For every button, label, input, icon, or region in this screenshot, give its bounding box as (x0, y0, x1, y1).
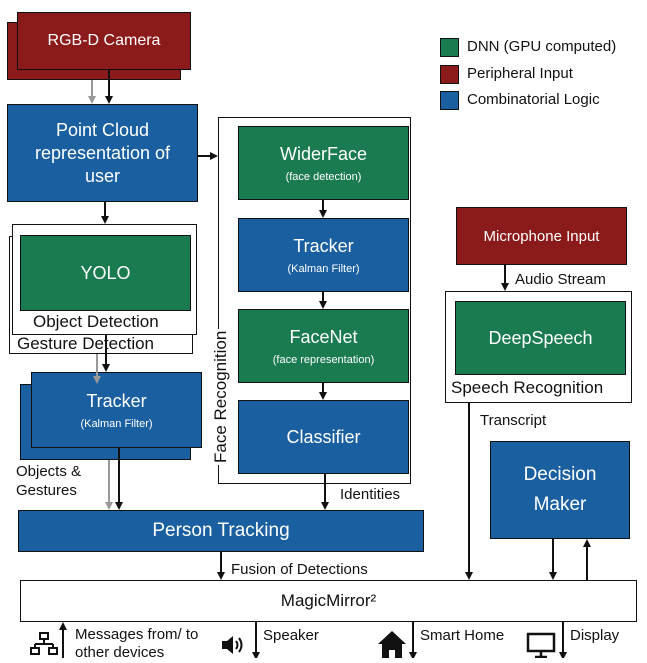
widerface-box: WiderFace (face detection) (238, 126, 409, 200)
tracker-mid-sub: (Kalman Filter) (287, 262, 360, 275)
widerface-label: WiderFace (279, 143, 368, 164)
magicmirror-label: MagicMirror² (280, 591, 377, 610)
microphone-label: Microphone Input (483, 227, 600, 245)
speech-recognition-label: Speech Recognition (451, 378, 604, 397)
legend-logic-label: Combinatorial Logic (467, 91, 600, 108)
tracker-left-box: Tracker (Kalman Filter) (31, 372, 202, 448)
tracker-mid-label: Tracker (293, 235, 354, 256)
facenet-label: FaceNet (289, 326, 358, 347)
legend-logic-swatch (440, 91, 459, 110)
microphone-box: Microphone Input (456, 207, 627, 265)
point-cloud-label: Point Cloud representation of user (34, 119, 171, 186)
display-label: Display (570, 627, 620, 644)
decision-maker-box: Decision Maker (490, 441, 630, 539)
gesture-detection-label: Gesture Detection (17, 334, 155, 353)
legend-dnn-label: DNN (GPU computed) (467, 38, 617, 55)
yolo-box: YOLO (20, 235, 191, 311)
classifier-box: Classifier (238, 400, 409, 474)
yolo-label: YOLO (80, 262, 131, 283)
network-icon (30, 632, 58, 658)
deepspeech-label: DeepSpeech (488, 327, 593, 348)
person-tracking-box: Person Tracking (18, 510, 424, 552)
magicmirror-box: MagicMirror² (20, 580, 637, 622)
audio-stream-label: Audio Stream (515, 271, 606, 288)
objects-gestures-label: Objects & Gestures (16, 463, 82, 499)
rgbd-camera-label: RGB-D Camera (47, 32, 161, 49)
smart-home-label: Smart Home (420, 627, 505, 644)
object-detection-label: Object Detection (33, 312, 159, 331)
facenet-box: FaceNet (face representation) (238, 309, 409, 383)
legend-peripheral-swatch (440, 65, 459, 84)
display-icon (526, 632, 556, 659)
point-cloud-box: Point Cloud representation of user (7, 104, 198, 202)
legend-dnn-swatch (440, 38, 459, 57)
fusion-label: Fusion of Detections (231, 561, 368, 578)
deepspeech-box: DeepSpeech (455, 301, 626, 375)
speaker-icon (221, 634, 247, 656)
decision-maker-label: Decision Maker (523, 464, 597, 515)
speaker-label: Speaker (263, 627, 319, 644)
home-icon (377, 630, 407, 658)
tracker-left-sub: (Kalman Filter) (80, 417, 153, 430)
tracker-left-label: Tracker (86, 390, 147, 411)
person-tracking-label: Person Tracking (152, 520, 290, 541)
facenet-sub: (face representation) (272, 353, 375, 366)
transcript-label: Transcript (480, 412, 547, 429)
classifier-label: Classifier (286, 426, 361, 447)
messages-label: Messages from/ to other devices (75, 626, 199, 661)
rgbd-camera-box: RGB-D Camera (17, 12, 191, 70)
legend-peripheral-label: Peripheral Input (467, 65, 573, 82)
tracker-mid-box: Tracker (Kalman Filter) (238, 218, 409, 292)
identities-label: Identities (340, 486, 401, 503)
widerface-sub: (face detection) (285, 170, 362, 183)
